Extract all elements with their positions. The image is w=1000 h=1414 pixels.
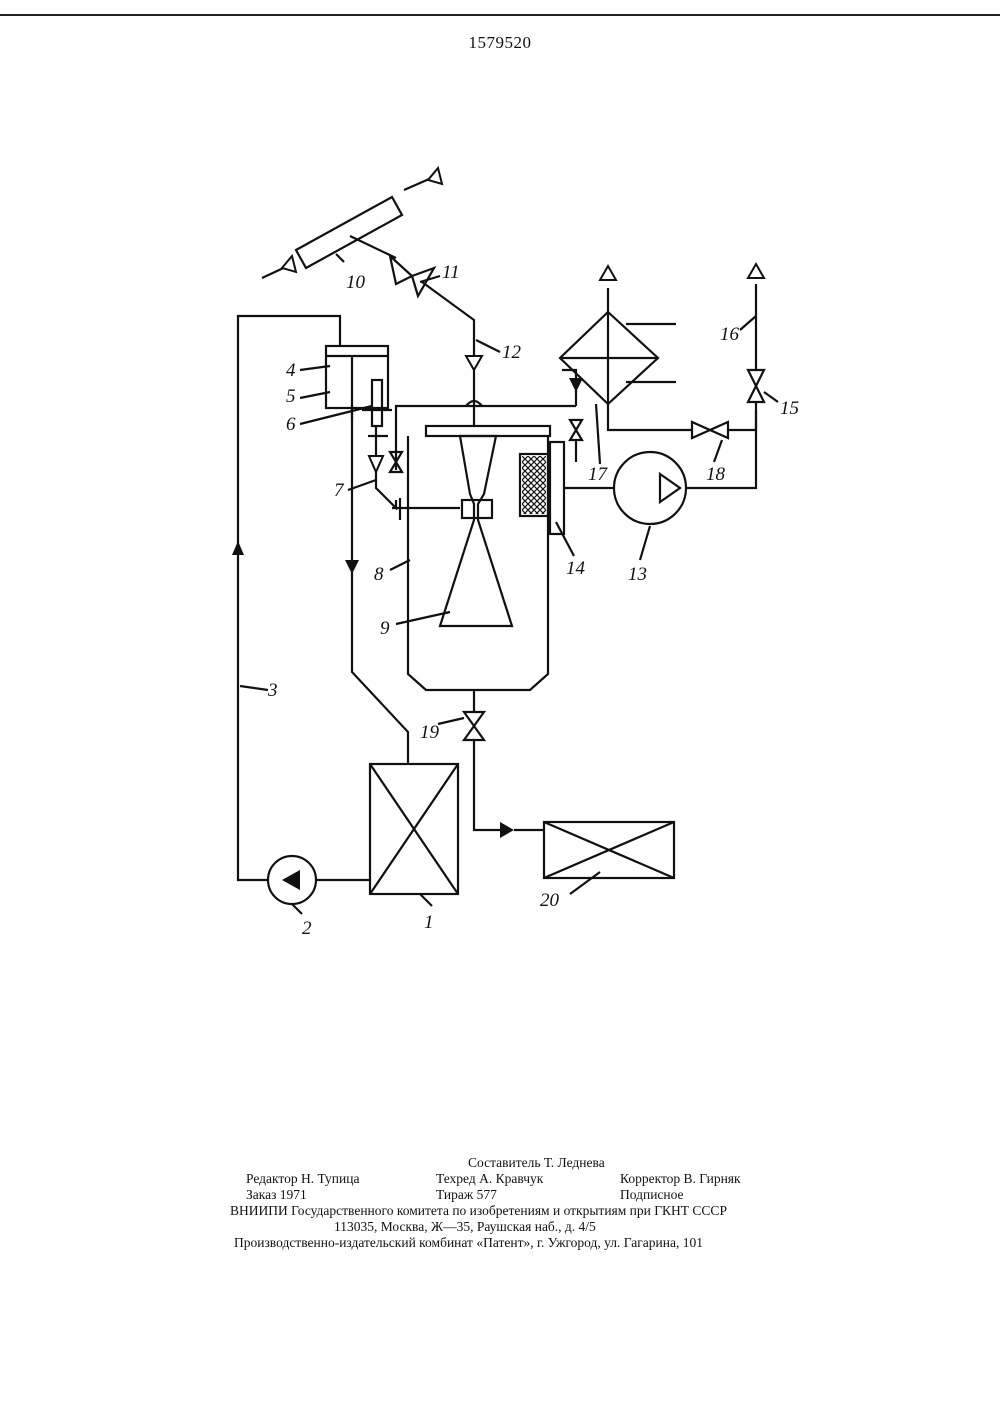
nozzle-9 <box>440 436 512 626</box>
compiler: Составитель Т. Леднева <box>468 1155 605 1171</box>
label-14: 14 <box>566 558 586 579</box>
label-2: 2 <box>302 918 312 939</box>
label-3: 3 <box>267 680 278 701</box>
pump-2 <box>268 856 316 904</box>
label-12: 12 <box>502 342 522 363</box>
schematic-diagram: 1 2 3 4 5 6 7 8 9 10 11 12 13 14 15 16 1… <box>0 0 1000 1000</box>
label-18: 18 <box>706 464 726 485</box>
label-10: 10 <box>346 272 366 293</box>
label-15: 15 <box>780 398 799 419</box>
label-1: 1 <box>424 912 434 933</box>
filter-14 <box>520 442 564 534</box>
subscription: Подписное <box>620 1187 684 1203</box>
valve-19 <box>464 690 544 838</box>
label-8: 8 <box>374 564 384 585</box>
proofreader: Корректор В. Гирняк <box>620 1171 741 1187</box>
valve-18 <box>692 422 756 438</box>
valve-15 <box>748 264 764 430</box>
label-9: 9 <box>380 618 390 639</box>
tank-20 <box>544 822 674 878</box>
pipe-3 <box>232 316 370 880</box>
label-19: 19 <box>420 722 440 743</box>
label-20: 20 <box>540 890 560 911</box>
heat-exchanger-17 <box>560 266 692 462</box>
label-5: 5 <box>286 386 296 407</box>
editor: Редактор Н. Тупица <box>246 1171 359 1187</box>
vessel-8 <box>408 400 550 690</box>
order: Заказ 1971 <box>246 1187 307 1203</box>
label-7: 7 <box>334 480 345 501</box>
label-11: 11 <box>442 262 460 283</box>
collector-10 <box>262 168 442 278</box>
tank-1 <box>370 764 458 894</box>
printer-line: Производственно-издательский комбинат «П… <box>234 1235 703 1251</box>
label-13: 13 <box>628 564 647 585</box>
org-line: ВНИИПИ Государственного комитета по изоб… <box>230 1203 727 1219</box>
tech-editor: Техред А. Кравчук <box>436 1171 543 1187</box>
address-line: 113035, Москва, Ж—35, Раушская наб., д. … <box>334 1219 596 1235</box>
component-labels: 1 2 3 4 5 6 7 8 9 10 11 12 13 14 15 16 1… <box>267 262 799 939</box>
label-17: 17 <box>588 464 609 485</box>
label-16: 16 <box>720 324 740 345</box>
label-4: 4 <box>286 360 296 381</box>
label-6: 6 <box>286 414 296 435</box>
circulation: Тираж 577 <box>436 1187 497 1203</box>
